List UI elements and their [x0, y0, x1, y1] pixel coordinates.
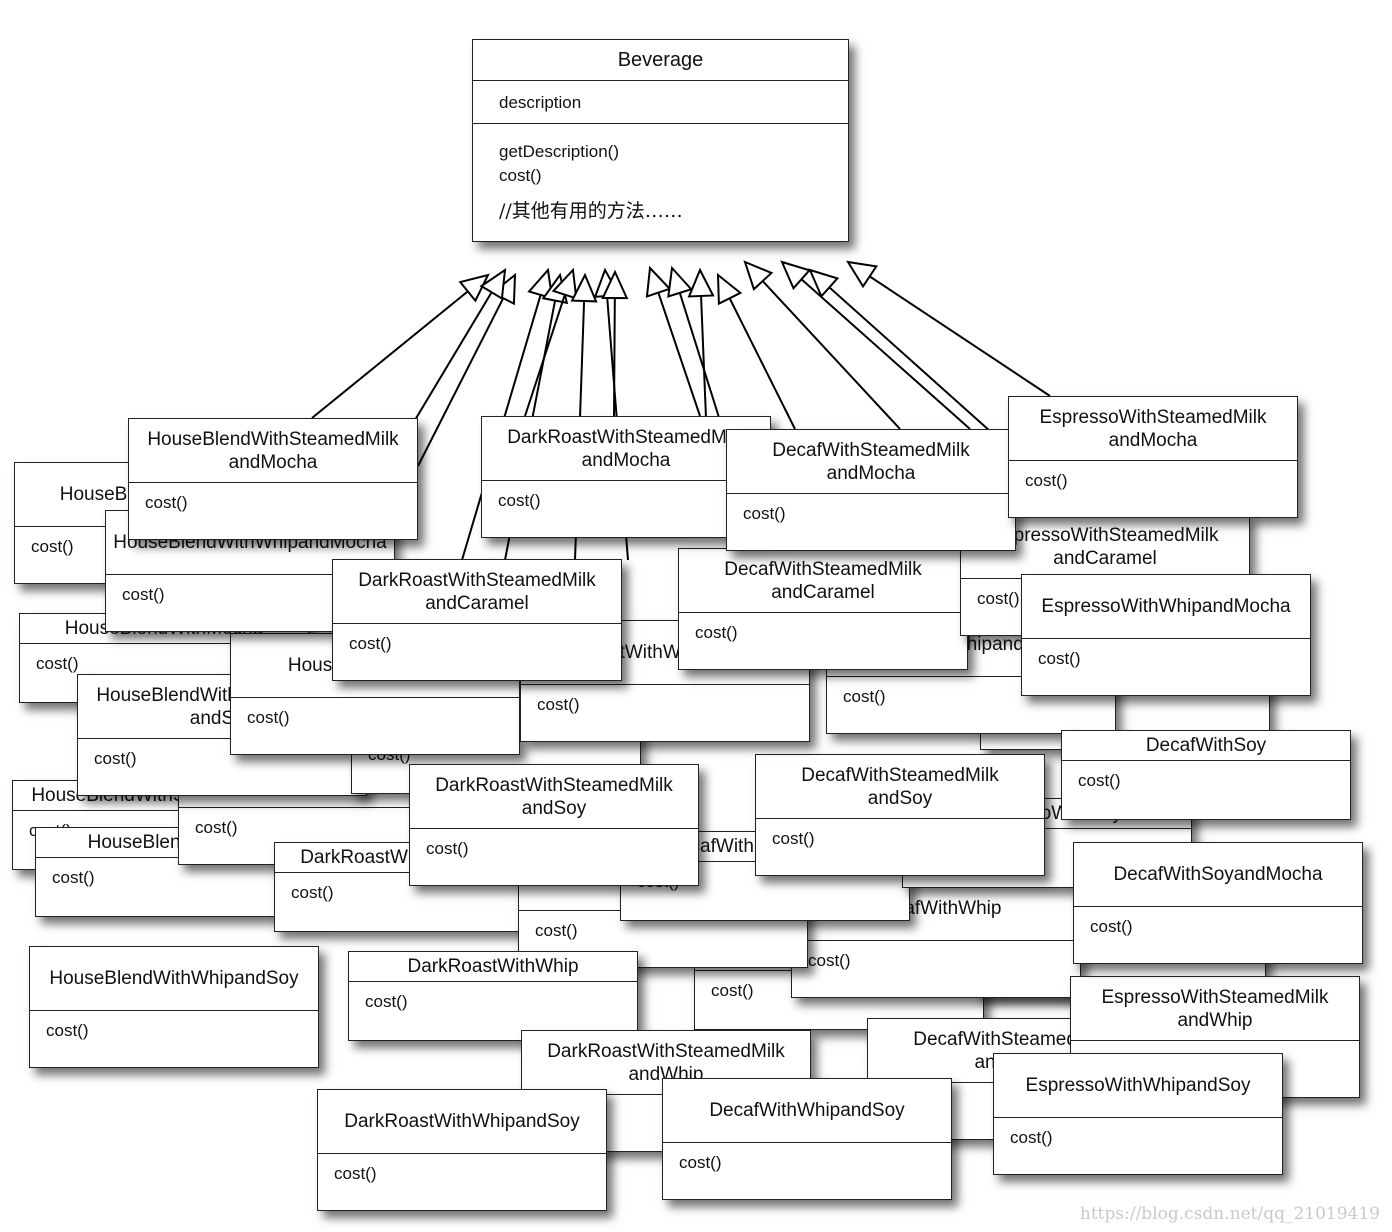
subclass-box: DecafWithWhipandSoy cost() — [662, 1078, 952, 1200]
subclass-method: cost() — [743, 504, 786, 523]
subclass-method: cost() — [498, 491, 541, 510]
inheritance-arrowhead — [601, 269, 629, 300]
subclass-box: DecafWithSteamedMilk andSoy cost() — [755, 754, 1045, 876]
subclass-method: cost() — [94, 749, 137, 768]
subclass-box: DarkRoastWithSteamedMilk andCaramel cost(… — [332, 559, 622, 681]
subclass-method: cost() — [1010, 1128, 1053, 1147]
subclass-box: DarkRoastWithSteamedMilk andMocha cost() — [481, 416, 771, 538]
subclass-method: cost() — [334, 1164, 377, 1183]
subclass-box: DecafWithSoyandMocha cost() — [1073, 842, 1363, 964]
subclass-name: DarkRoastWithWhip — [349, 952, 637, 982]
inheritance-arrowhead — [667, 265, 694, 298]
subclass-method: cost() — [711, 981, 754, 1000]
subclass-method: cost() — [772, 829, 815, 848]
subclass-name: DecafWithWhipandSoy — [663, 1079, 951, 1143]
inheritance-arrowhead — [570, 272, 598, 303]
subclass-name: DecafWithSteamedMilk andMocha — [727, 430, 1015, 494]
inheritance-arrowhead — [645, 265, 672, 298]
subclass-box: DarkRoastWithWhip cost() — [348, 951, 638, 1041]
inheritance-line — [800, 278, 971, 430]
inheritance-arrowhead — [687, 267, 715, 298]
inheritance-line — [828, 286, 1001, 441]
subclass-method: cost() — [537, 695, 580, 714]
inheritance-line — [869, 275, 1051, 397]
subclass-name: HouseBlendWithSteamedMilk andMocha — [129, 419, 417, 483]
subclass-name: HouseBlendWithWhipandSoy — [30, 947, 318, 1011]
subclass-box: DecafWithSteamedMilk andCaramel cost() — [678, 548, 968, 670]
subclass-name: DarkRoastWithSteamedMilk andSoy — [410, 765, 698, 829]
subclass-name: DecafWithSoyandMocha — [1074, 843, 1362, 907]
inheritance-arrowhead — [551, 267, 578, 300]
subclass-method: cost() — [1090, 917, 1133, 936]
subclass-name: DarkRoastWithWhipandSoy — [318, 1090, 606, 1154]
inheritance-line — [311, 290, 469, 419]
subclass-method: cost() — [808, 951, 851, 970]
subclass-box: DarkRoastWithSteamedMilk andSoy cost() — [409, 764, 699, 886]
inheritance-line — [613, 297, 616, 417]
subclass-box: HouseBlendWithWhipandSoy cost() — [29, 946, 319, 1068]
beverage-method: cost() — [499, 166, 542, 185]
inheritance-arrowhead — [458, 273, 490, 303]
beverage-class: Beverage description getDescription() co… — [472, 39, 849, 242]
subclass-box: DecafWithSteamedMilk andMocha cost() — [726, 429, 1016, 551]
inheritance-line — [417, 297, 505, 467]
subclass-box: DarkRoastWithWhipandSoy cost() — [317, 1089, 607, 1211]
subclass-method: cost() — [535, 921, 578, 940]
subclass-method: cost() — [145, 493, 188, 512]
subclass-method: cost() — [46, 1021, 89, 1040]
subclass-name: EspressoWithWhipandSoy — [994, 1054, 1282, 1118]
subclass-method: cost() — [1025, 471, 1068, 490]
subclass-method: cost() — [36, 654, 79, 673]
subclass-method: cost() — [52, 868, 95, 887]
inheritance-arrowhead — [780, 260, 812, 291]
subclass-method: cost() — [31, 537, 74, 556]
subclass-method: cost() — [365, 992, 408, 1011]
subclass-name: DecafWithSteamedMilk andCaramel — [679, 549, 967, 613]
inheritance-arrowhead — [846, 260, 878, 289]
inheritance-arrowhead — [716, 272, 743, 306]
subclass-method: cost() — [695, 623, 738, 642]
inheritance-line — [657, 292, 701, 417]
subclass-method: cost() — [843, 687, 886, 706]
subclass-name: EspressoWithWhipandMocha — [1022, 575, 1310, 639]
inheritance-arrowhead — [479, 267, 507, 301]
subclass-box: EspressoWithWhipandSoy cost() — [993, 1053, 1283, 1175]
subclass-method: cost() — [426, 839, 469, 858]
beverage-class-name: Beverage — [473, 40, 848, 81]
subclass-name: EspressoWithSteamedMilk andWhip — [1071, 977, 1359, 1041]
inheritance-line — [728, 297, 796, 430]
beverage-attribute: description — [473, 81, 848, 124]
inheritance-line — [700, 295, 707, 419]
subclass-method: cost() — [679, 1153, 722, 1172]
subclass-box: DecafWithSoy cost() — [1061, 730, 1351, 820]
inheritance-arrowhead — [743, 260, 774, 292]
beverage-note: //其他有用的方法…… — [499, 200, 683, 222]
subclass-name: DarkRoastWithSteamedMilk andCaramel — [333, 560, 621, 624]
subclass-method: cost() — [247, 708, 290, 727]
subclass-method: cost() — [122, 585, 165, 604]
subclass-method: cost() — [349, 634, 392, 653]
beverage-methods: getDescription() cost() — [473, 124, 848, 188]
inheritance-arrowhead — [527, 267, 554, 300]
subclass-name: DecafWithSteamedMilk andSoy — [756, 755, 1044, 819]
subclass-box: EspressoWithWhipandMocha cost() — [1021, 574, 1311, 696]
inheritance-line — [761, 280, 901, 430]
subclass-box: HouseBlendWithSteamedMilk andMocha cost() — [128, 418, 418, 540]
inheritance-line — [524, 294, 566, 417]
subclass-method: cost() — [977, 589, 1020, 608]
subclass-method: cost() — [1038, 649, 1081, 668]
inheritance-arrowhead — [808, 268, 840, 299]
subclass-method: cost() — [195, 818, 238, 837]
subclass-name: DecafWithSoy — [1062, 731, 1350, 761]
watermark: https://blog.csdn.net/qq_21019419 — [1079, 1204, 1380, 1224]
subclass-name: DarkRoastWithSteamedMilk andMocha — [482, 417, 770, 481]
inheritance-line — [414, 291, 493, 421]
subclass-name: EspressoWithSteamedMilk andMocha — [1009, 397, 1297, 461]
subclass-method: cost() — [291, 883, 334, 902]
beverage-method: getDescription() — [499, 142, 619, 161]
subclass-box: EspressoWithSteamedMilk andMocha cost() — [1008, 396, 1298, 518]
subclass-method: cost() — [1078, 771, 1121, 790]
